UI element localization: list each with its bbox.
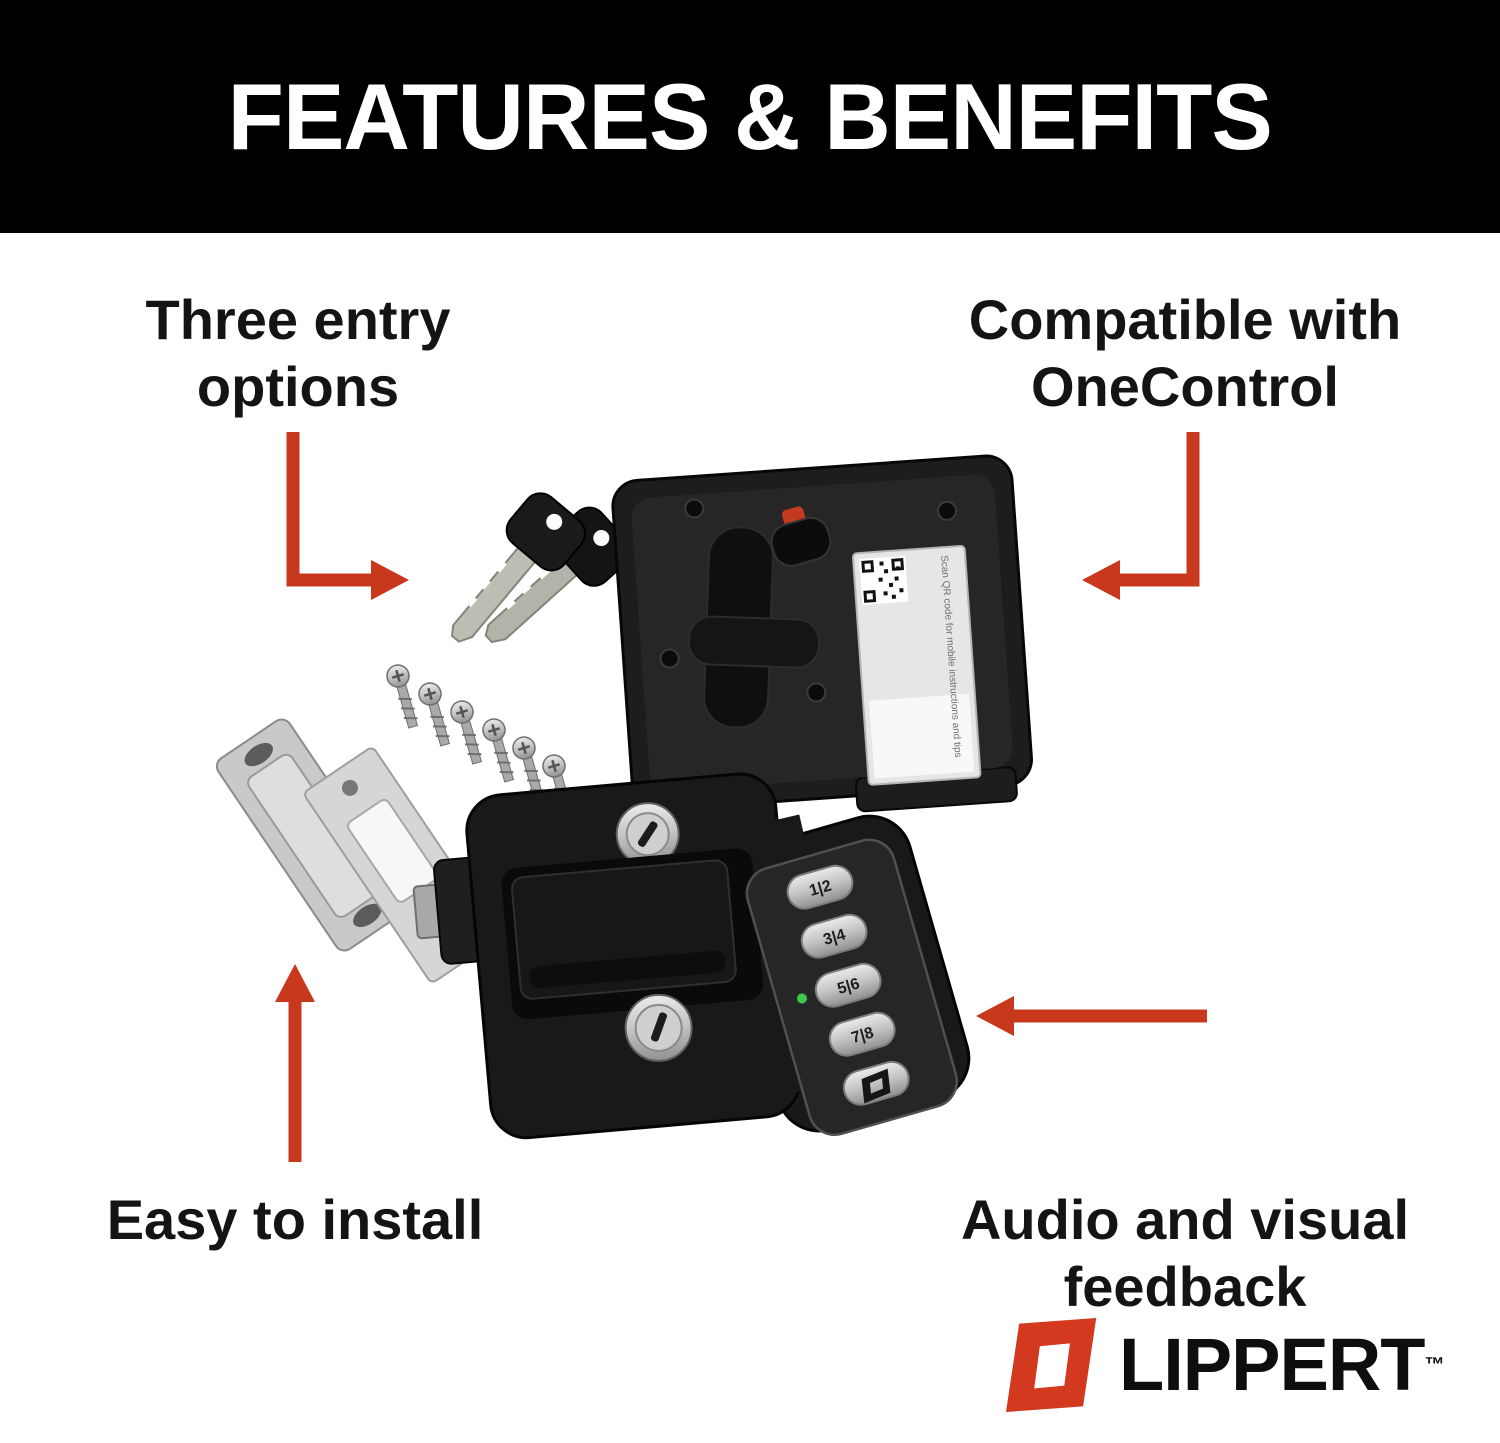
keypad-button-12-label: 1|2 — [807, 877, 833, 900]
callout-line: OneControl — [1031, 355, 1339, 419]
arrow-three-entry — [286, 432, 371, 587]
upper-key-cylinder — [615, 802, 680, 867]
status-led — [797, 993, 808, 1004]
keypad-button-34 — [800, 913, 868, 959]
lippert-logo-mark-icon — [1006, 1318, 1097, 1412]
screw — [386, 664, 419, 729]
callout-feedback: Audio and visual feedback — [930, 1186, 1440, 1320]
callout-line: Audio and visual — [960, 1188, 1410, 1251]
strike-plates-image — [215, 718, 500, 983]
trademark-symbol: ™ — [1424, 1353, 1445, 1376]
callout-line: Three entry — [145, 288, 451, 351]
lippert-logo-text: LIPPERT — [1119, 1323, 1425, 1406]
screws-image — [386, 664, 575, 819]
arrow-onecontrol-head — [1082, 560, 1120, 600]
callout-arrows — [275, 432, 1207, 1162]
lippert-mark-icon — [861, 1068, 891, 1104]
keypad-button-34-label: 3|4 — [821, 926, 847, 949]
deadbolt-knob — [770, 506, 832, 567]
keypad-button-78-label: 7|8 — [850, 1024, 876, 1047]
screw — [418, 682, 451, 747]
arrow-easy-install-head — [275, 964, 315, 1002]
back-lock-image: Scan QR code for mobile instructions and… — [611, 454, 1033, 813]
keypad-button-enter — [842, 1060, 910, 1106]
callout-line: feedback — [1063, 1255, 1307, 1319]
keypad-button-78 — [828, 1011, 896, 1057]
keypad-button-56 — [814, 962, 882, 1008]
arrow-onecontrol — [1120, 432, 1200, 587]
lower-key-cylinder — [624, 993, 693, 1062]
screw — [482, 718, 515, 783]
front-lock-image: 1|2 3|4 5|6 7|8 — [412, 772, 971, 1140]
keypad: 1|2 3|4 5|6 7|8 — [745, 838, 959, 1136]
screw — [512, 736, 545, 801]
callout-easy-install: Easy to install — [45, 1186, 545, 1253]
callout-onecontrol: Compatible with OneControl — [945, 286, 1425, 420]
arrow-three-entry-head — [371, 560, 409, 600]
callout-line: Compatible with — [968, 288, 1402, 351]
paddle-handle — [501, 848, 764, 1020]
interior-lever — [687, 526, 821, 729]
keypad-button-56-label: 5|6 — [836, 975, 862, 998]
callout-line: Easy to install — [106, 1188, 484, 1251]
arrow-feedback-head — [976, 996, 1014, 1036]
key — [450, 492, 587, 643]
strike-bracket — [215, 718, 411, 952]
page-title: FEATURES & BENEFITS — [227, 63, 1273, 169]
callout-three-entry: Three entry options — [88, 286, 508, 420]
header-banner: FEATURES & BENEFITS — [0, 0, 1500, 233]
screw — [450, 700, 483, 765]
qr-label: Scan QR code for mobile instructions and… — [852, 544, 982, 786]
keys-image — [450, 492, 632, 644]
callout-line: options — [196, 355, 400, 419]
keypad-button-12 — [786, 864, 854, 910]
